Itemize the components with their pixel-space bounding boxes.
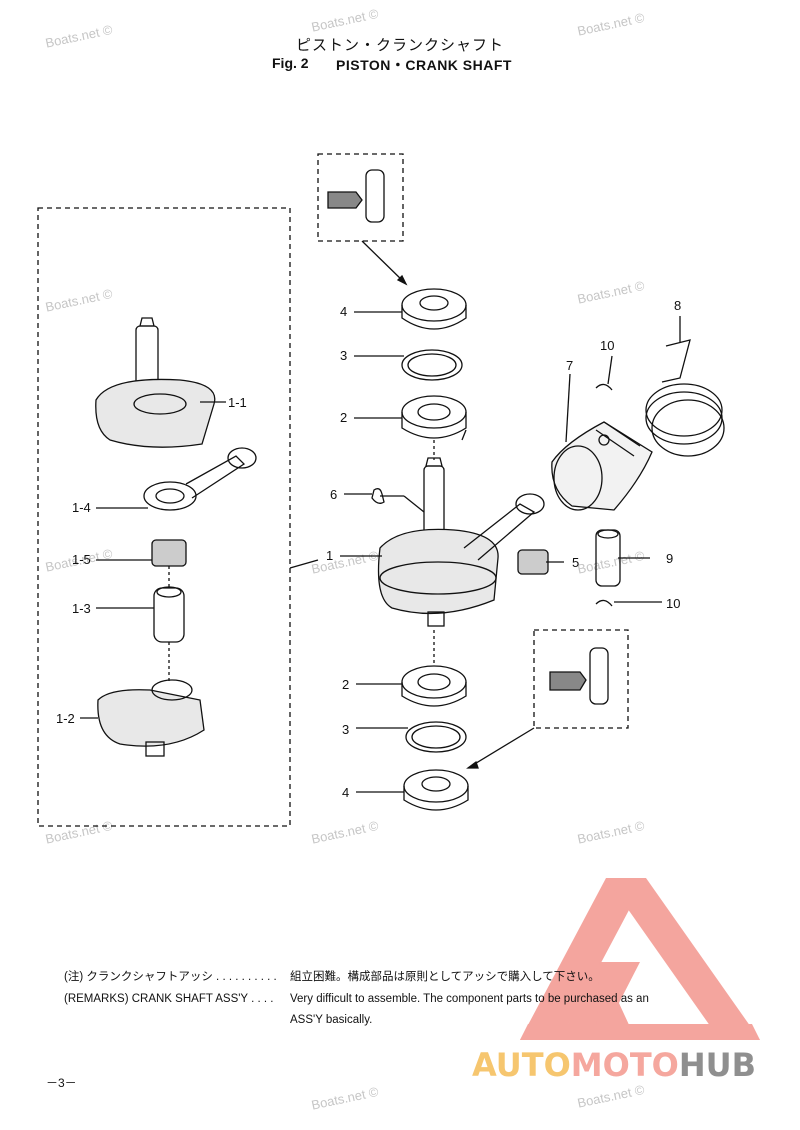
remarks-label: (REMARKS) CRANK SHAFT ASS'Y . . . . (64, 993, 274, 1005)
callout-1: 1 (326, 548, 334, 563)
callout-4-bottom: 4 (342, 785, 350, 800)
callout-10-bottom: 10 (666, 596, 681, 611)
brand-part-3: HUB (678, 1046, 757, 1084)
callout-8: 8 (674, 298, 682, 313)
callout-3-top: 3 (340, 348, 348, 363)
brand-logo-text: AUTOMOTOHUB (472, 1046, 756, 1084)
remarks-text-line-2: ASS'Y basically. (290, 1014, 373, 1026)
callout-2-bottom: 2 (342, 677, 350, 692)
callout-1-4: 1-4 (72, 500, 91, 515)
callout-7: 7 (566, 358, 574, 373)
page-number: －3－ (46, 1076, 77, 1090)
callout-4-top: 4 (340, 304, 348, 319)
callout-3-bottom: 3 (342, 722, 350, 737)
callout-5: 5 (572, 555, 580, 570)
callout-1-1: 1-1 (228, 395, 247, 410)
detail-inset-bottom (533, 629, 629, 729)
callout-6: 6 (330, 487, 338, 502)
callout-2-top: 2 (340, 410, 348, 425)
figure-title-japanese: ピストン・クランクシャフト (295, 36, 504, 54)
callout-1-3: 1-3 (72, 601, 91, 616)
figure-number: Fig. 2 (272, 55, 309, 71)
remarks-text-line-1: Very difficult to assemble. The componen… (290, 993, 649, 1005)
note-label-japanese: (注) クランクシャフトアッシ . . . . . . . . . . (64, 971, 277, 983)
note-text-japanese: 組立困難。構成部品は原則としてアッシで購入して下さい。 (290, 971, 600, 983)
callout-1-5: 1-5 (72, 552, 91, 567)
callout-1-2: 1-2 (56, 711, 75, 726)
callout-9: 9 (666, 551, 674, 566)
brand-part-1: AUTO (472, 1046, 571, 1084)
callout-10-top: 10 (600, 338, 615, 353)
figure-title: PISTON・CRANK SHAFT (336, 57, 512, 73)
assembly-group-box (37, 207, 291, 827)
detail-inset-top (317, 153, 404, 242)
brand-part-2: MOTO (570, 1046, 679, 1084)
